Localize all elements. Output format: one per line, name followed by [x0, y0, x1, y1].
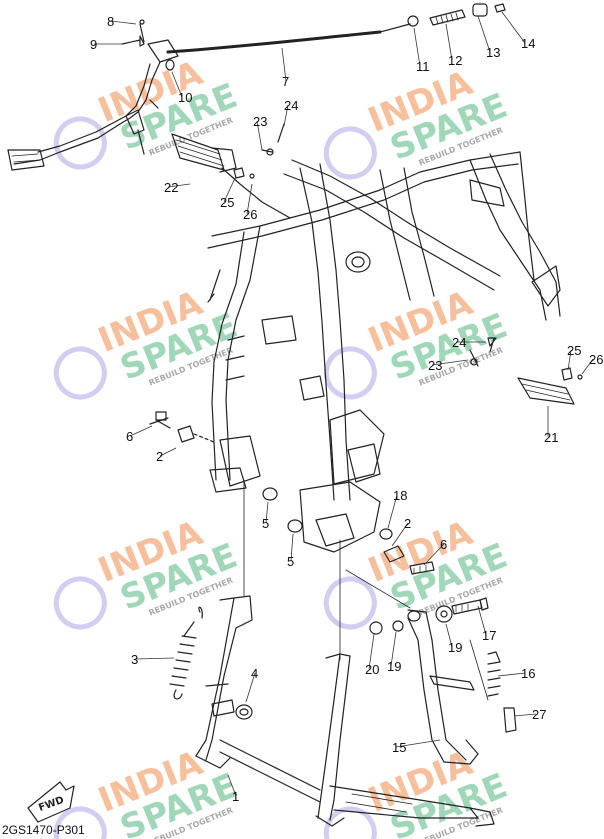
bolt-collar-left [149, 411, 215, 443]
bolt-collar-right [379, 528, 435, 575]
watermark-logo-icon [53, 346, 107, 400]
callout-8: 8 [107, 14, 114, 29]
leader-line [281, 47, 287, 82]
leader-line [227, 774, 237, 797]
callout-17: 17 [482, 628, 496, 643]
callout-2: 2 [156, 449, 163, 464]
leader-line [223, 175, 237, 203]
callout-27: 27 [532, 707, 546, 722]
leader-line [513, 713, 537, 717]
footrest-right [469, 337, 583, 405]
callout-6: 6 [440, 537, 447, 552]
callout-1: 1 [232, 789, 239, 804]
side-stand-spring [487, 651, 517, 733]
callout-24: 24 [452, 335, 466, 350]
main-stand [195, 595, 495, 827]
callout-15: 15 [392, 740, 406, 755]
callout-13: 13 [486, 45, 500, 60]
callout-7: 7 [282, 74, 289, 89]
leader-line [265, 501, 269, 524]
leader-line [368, 633, 375, 670]
callout-22: 22 [164, 180, 178, 195]
brake-pedal [7, 19, 179, 171]
callout-6: 6 [126, 429, 133, 444]
leader-line [423, 543, 445, 566]
callout-24: 24 [284, 98, 298, 113]
leader-line [167, 183, 191, 188]
callout-3: 3 [131, 652, 138, 667]
callout-14: 14 [521, 36, 535, 51]
callout-21: 21 [544, 430, 558, 445]
leader-line [501, 11, 526, 44]
brake-cable [166, 3, 506, 54]
leader-line [246, 183, 253, 215]
watermark-logo-icon [323, 346, 377, 400]
collar-5b [287, 519, 303, 533]
callout-19: 19 [387, 659, 401, 674]
leader-line [395, 739, 441, 748]
leader-line [283, 104, 289, 127]
callout-20: 20 [365, 662, 379, 677]
callout-16: 16 [521, 666, 535, 681]
leader-line [245, 672, 256, 703]
callout-2: 2 [404, 516, 411, 531]
leader-line [445, 23, 453, 61]
leader-line [134, 657, 175, 660]
watermark-logo-icon [53, 806, 107, 839]
callout-11: 11 [416, 59, 430, 74]
main-frame [207, 151, 561, 553]
stand-spring [169, 606, 203, 700]
collar-5a [262, 487, 278, 501]
callout-12: 12 [448, 53, 462, 68]
callout-25: 25 [567, 343, 581, 358]
callout-9: 9 [90, 37, 97, 52]
leader-line [413, 27, 421, 67]
watermark-logo-icon [53, 116, 107, 170]
leader-line [387, 494, 398, 529]
callout-26: 26 [243, 207, 257, 222]
leader-line [256, 120, 263, 151]
callout-5: 5 [262, 516, 269, 531]
callout-5: 5 [287, 554, 294, 569]
leader-line [171, 71, 183, 98]
leader-line [390, 631, 397, 667]
watermark-logo-icon [323, 576, 377, 630]
side-stand [369, 597, 489, 765]
callout-23: 23 [428, 358, 442, 373]
callout-10: 10 [178, 90, 192, 105]
callout-19: 19 [448, 640, 462, 655]
leader-line [477, 15, 491, 53]
leader-line [110, 20, 137, 25]
leader-line [159, 447, 177, 457]
leader-line [391, 522, 409, 547]
leader-line [567, 349, 572, 371]
leader-line [581, 358, 594, 375]
callout-18: 18 [393, 488, 407, 503]
callout-23: 23 [253, 114, 267, 129]
callout-4: 4 [251, 666, 258, 681]
watermark-logo-icon [323, 126, 377, 180]
callout-26: 26 [589, 352, 603, 367]
leader-line [477, 605, 487, 636]
leader-line [431, 359, 469, 366]
leader-line [445, 623, 453, 648]
watermark-logo-icon [53, 576, 107, 630]
fwd-arrow-icon [27, 781, 75, 823]
leader-line [497, 672, 526, 677]
part-code: 2GS1470-P301 [2, 823, 85, 837]
leader-line [129, 425, 153, 437]
callout-25: 25 [220, 195, 234, 210]
leader-line [290, 533, 294, 562]
parts-drawing [7, 3, 583, 827]
leader-lines [94, 11, 594, 797]
guide-lines [243, 479, 489, 701]
